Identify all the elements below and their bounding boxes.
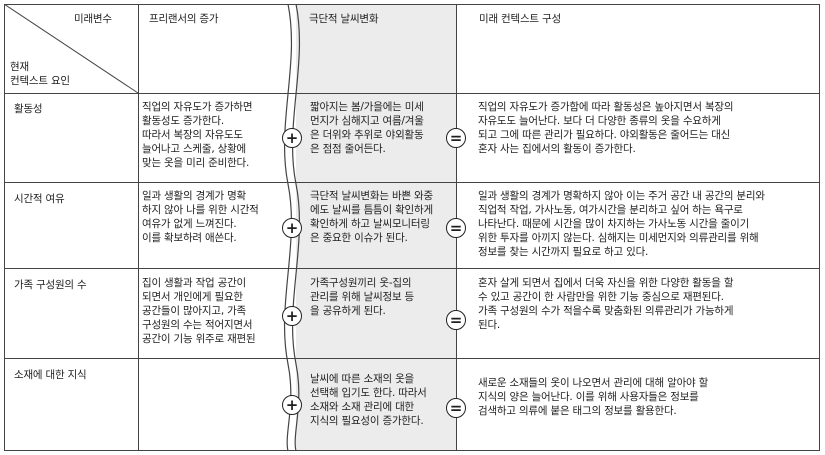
- column-divider: [138, 4, 139, 451]
- future-cell: 직업의 자유도가 증가함에 따라 활동성은 높아지면서 복장의 자유도도 늘어난…: [478, 101, 734, 155]
- weather-cell: 극단적 날씨변화는 바쁜 와중 에도 날씨를 틈틈이 확인하게 확인하게 하고 …: [310, 190, 433, 244]
- table-left-border: [4, 4, 5, 451]
- weather-cell: 짧아지는 봄/가을에는 미세 먼지가 심해지고 여름/겨울 은 더위와 추위로 …: [310, 101, 424, 155]
- plus-symbol: +: [282, 395, 302, 415]
- table-top-border: [4, 4, 820, 5]
- factor-label: 활동성: [14, 103, 43, 115]
- row-divider: [4, 268, 820, 269]
- factor-label: 가족 구성원의 수: [14, 279, 87, 291]
- table-bottom-border: [4, 450, 820, 451]
- header-future-variable: 미래변수: [74, 13, 112, 25]
- plus-symbol: +: [282, 128, 302, 148]
- corner-diagonal: [4, 4, 139, 94]
- equals-symbol: =: [446, 128, 466, 148]
- header-freelancer: 프리랜서의 증가: [149, 13, 219, 25]
- equals-symbol: =: [446, 218, 466, 238]
- factor-label: 소재에 대한 지식: [14, 369, 87, 381]
- freelancer-cell: 집이 생활과 작업 공간이 되면서 개인에게 필요한 공간들이 많아지고, 가족…: [142, 277, 256, 345]
- plus-symbol: +: [282, 218, 302, 238]
- factor-label: 시간적 여유: [14, 193, 65, 205]
- table-right-border: [819, 4, 820, 451]
- row-divider: [4, 93, 820, 94]
- header-weather: 극단적 날씨변화: [309, 13, 379, 25]
- future-cell: 혼자 살게 되면서 집에서 더욱 자신을 위한 다양한 활동을 할 수 있고 공…: [478, 277, 734, 331]
- future-cell: 일과 생활의 경계가 명확하지 않아 이는 주거 공간 내 공간의 분리와 직업…: [478, 190, 765, 258]
- header-current-context: 현재 컨텍스트 요인: [10, 61, 70, 87]
- equals-symbol: =: [446, 310, 466, 330]
- weather-column-shade: [296, 4, 456, 451]
- weather-cell: 가족구성원끼리 옷-집의 관리를 위해 날씨정보 등 을 공유하게 된다.: [310, 277, 415, 317]
- future-cell: 새로운 소재들의 옷이 나오면서 관리에 대해 알아야 할 지식의 양은 늘어난…: [478, 377, 709, 417]
- row-divider: [4, 358, 820, 359]
- context-table: 미래변수 현재 컨텍스트 요인 프리랜서의 증가 극단적 날씨변화 미래 컨텍스…: [4, 4, 820, 451]
- weather-cell: 날씨에 따른 소재의 옷을 선택해 입기도 한다. 따라서 소재와 소재 관리에…: [310, 373, 427, 427]
- freelancer-cell: 직업의 자유도가 증가하면 활동성도 증가한다. 따라서 복장의 자유도도 늘어…: [142, 101, 253, 169]
- plus-symbol: +: [282, 306, 302, 326]
- row-divider: [4, 182, 820, 183]
- equals-symbol: =: [446, 398, 466, 418]
- header-future-context: 미래 컨텍스트 구성: [479, 13, 561, 25]
- freelancer-cell: 일과 생활의 경계가 명확 하지 않아 나를 위한 시간적 여유가 없게 느껴진…: [142, 190, 259, 244]
